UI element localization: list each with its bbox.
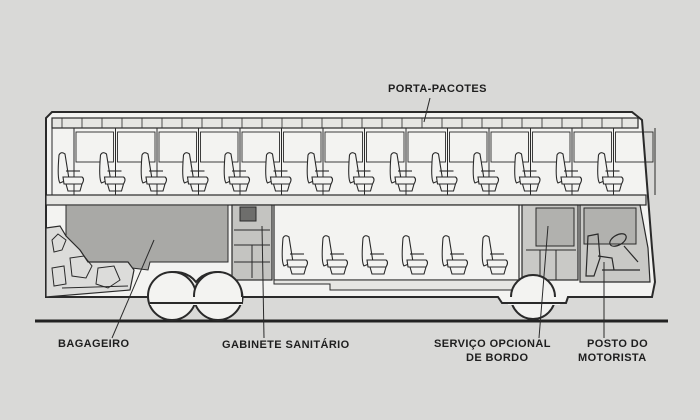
label-bagageiro: BAGAGEIRO xyxy=(58,338,130,350)
upper-seat xyxy=(389,152,417,192)
upper-seat xyxy=(597,152,624,192)
upper-window xyxy=(324,131,363,163)
leader-lines xyxy=(111,97,605,339)
lavatory-detail xyxy=(234,229,270,278)
lower-seat xyxy=(441,235,469,275)
rear-wheel-1 xyxy=(147,271,197,321)
lower-deck-seats xyxy=(281,235,509,275)
label-servico-line-2: DE BORDO xyxy=(466,352,529,364)
lower-saloon xyxy=(273,204,520,281)
label-gabinete-sanitario: GABINETE SANITÁRIO xyxy=(222,339,350,351)
upper-window xyxy=(449,131,488,163)
upper-window xyxy=(532,131,571,163)
upper-seat xyxy=(223,152,251,192)
upper-seat xyxy=(140,152,168,192)
upper-seat xyxy=(555,152,583,192)
upper-floor xyxy=(45,194,647,206)
rear-wheels xyxy=(147,271,244,321)
upper-seat xyxy=(306,152,334,192)
leader-gabinete xyxy=(261,225,265,339)
label-posto-line-2: MOTORISTA xyxy=(578,352,647,364)
upper-seat xyxy=(431,152,458,192)
lower-seat xyxy=(321,235,349,275)
luggage-rack-ticks xyxy=(61,118,623,128)
upper-deck-seats xyxy=(57,152,624,192)
lavatory-vent xyxy=(239,206,257,222)
baggage-compartment xyxy=(65,204,229,271)
upper-window xyxy=(158,131,197,163)
luggage-rack-band xyxy=(51,117,639,129)
upper-window xyxy=(117,131,156,163)
driver-detail xyxy=(585,233,640,277)
upper-window xyxy=(615,131,654,163)
rear-wheel-2 xyxy=(193,271,243,321)
upper-window xyxy=(490,131,529,163)
leader-bagageiro xyxy=(111,239,155,339)
upper-seat xyxy=(265,152,292,192)
upper-window xyxy=(241,131,280,163)
service-window xyxy=(535,207,575,247)
upper-seat xyxy=(57,152,85,192)
label-porta-pacotes: PORTA-PACOTES xyxy=(388,83,487,95)
upper-seat xyxy=(348,152,375,192)
upper-window xyxy=(407,131,446,163)
leader-servico xyxy=(538,225,549,339)
lower-seat xyxy=(481,235,509,275)
service-detail xyxy=(526,249,576,280)
upper-window xyxy=(573,131,612,163)
upper-window xyxy=(283,131,322,163)
windshield xyxy=(583,207,637,245)
leader-porta-pacotes xyxy=(423,97,431,123)
lower-seat xyxy=(361,235,389,275)
label-posto-line-1: POSTO DO xyxy=(587,338,649,350)
upper-window xyxy=(366,131,405,163)
upper-window xyxy=(75,131,114,163)
lower-seat xyxy=(401,235,429,275)
label-servico-line-1: SERVIÇO OPCIONAL xyxy=(434,338,551,350)
upper-seat xyxy=(99,152,126,192)
engine-area xyxy=(45,225,135,298)
upper-seat xyxy=(472,152,500,192)
lower-seat xyxy=(281,235,309,275)
front-wheel xyxy=(508,274,560,320)
upper-seat xyxy=(182,152,209,192)
upper-window xyxy=(200,131,239,163)
upper-deck-windows xyxy=(51,128,656,195)
upper-seat xyxy=(514,152,541,192)
engine-detail xyxy=(51,233,129,289)
